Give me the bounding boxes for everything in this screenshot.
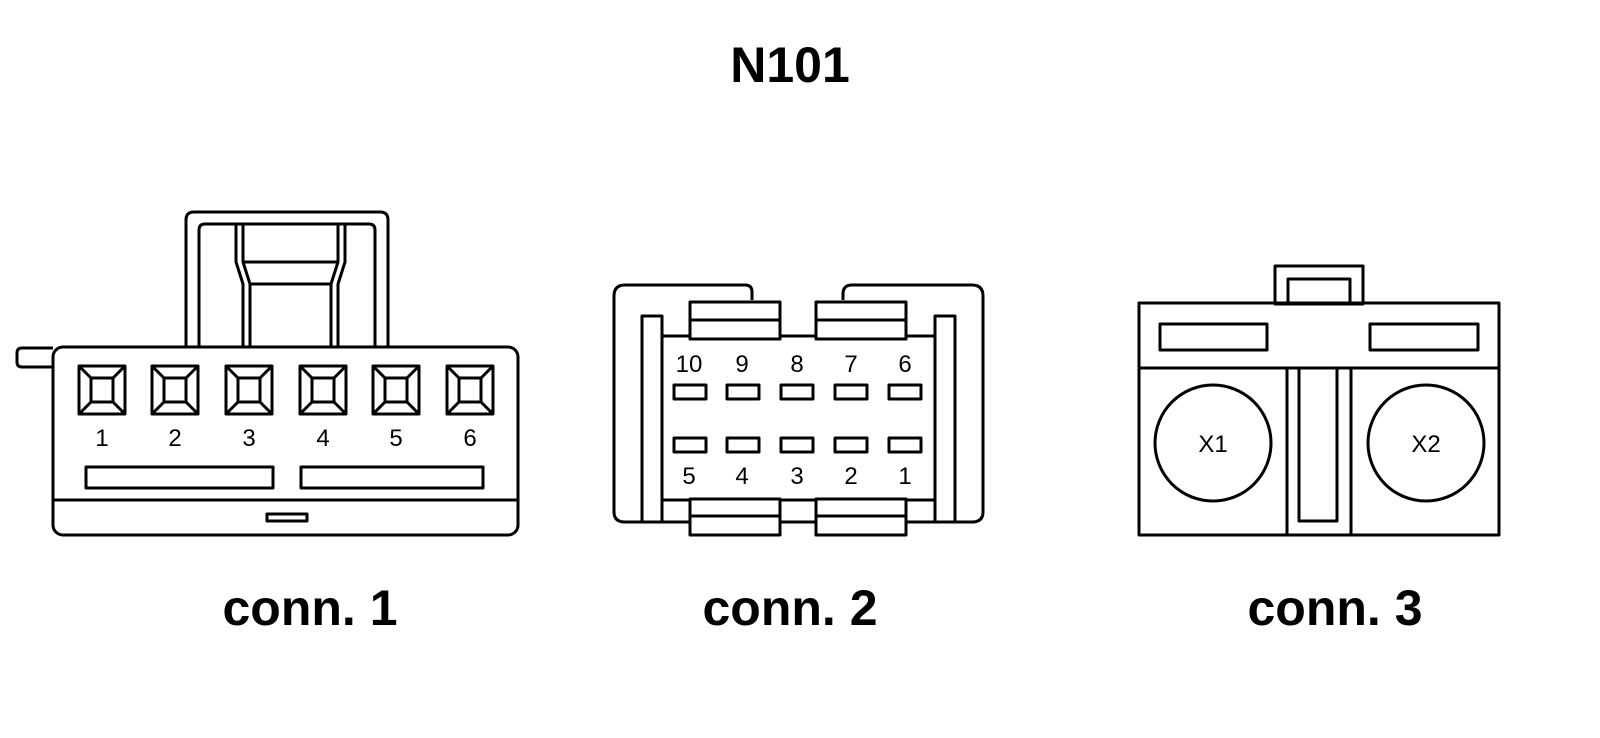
conn3-caption: conn. 3 (1247, 580, 1422, 636)
conn1-pin-label: 3 (242, 425, 255, 452)
conn1-pin-label: 2 (168, 425, 181, 452)
conn2-pin-label: 9 (735, 351, 748, 378)
conn1-cavity (298, 364, 348, 416)
conn2-pin-slot (779, 383, 815, 401)
conn1-pin-label: 4 (316, 425, 329, 452)
conn2-pin-label: 1 (898, 463, 911, 490)
conn1-pin-label: 5 (389, 425, 402, 452)
conn1-cavities (77, 364, 495, 416)
conn2-pin-label: 5 (682, 463, 695, 490)
conn2-pin-slot (672, 436, 708, 454)
conn1-pin-label: 1 (95, 425, 108, 452)
conn2-pin-label: 10 (676, 351, 703, 378)
conn2-pin-slot (725, 436, 761, 454)
conn2-pin-slot (887, 383, 923, 401)
conn2-pin-slot (672, 383, 708, 401)
conn2-caption: conn. 2 (702, 580, 877, 636)
conn2-pin-label: 4 (735, 463, 748, 490)
conn2-pin-slot (725, 383, 761, 401)
conn1-cavity (150, 364, 200, 416)
conn2-pin-label: 8 (790, 351, 803, 378)
conn1-cavity (224, 364, 274, 416)
conn2-pin-label: 6 (898, 351, 911, 378)
conn2-pin-label: 2 (844, 463, 857, 490)
conn2-pin-slot (833, 436, 869, 454)
connector-3: X1 X2 conn. 3 (1137, 264, 1501, 636)
conn1-cavity (77, 364, 127, 416)
diagram-title: N101 (730, 37, 850, 93)
conn1-cavity (445, 364, 495, 416)
connector-1: 1 2 3 4 5 6 conn. 1 (15, 210, 520, 636)
conn3-terminal-x2 (1366, 383, 1486, 503)
conn2-pin-slot (833, 383, 869, 401)
conn2-pin-label: 7 (844, 351, 857, 378)
connector-2: 10 9 8 7 6 5 4 3 2 1 conn. 2 (612, 283, 985, 636)
conn1-caption: conn. 1 (222, 580, 397, 636)
conn3-pin-label: X2 (1411, 431, 1440, 458)
conn1-pin-label: 6 (463, 425, 476, 452)
conn2-pin-slot (779, 436, 815, 454)
conn2-pin-slots (672, 383, 923, 454)
conn2-pin-slot (887, 436, 923, 454)
conn1-cavity (371, 364, 421, 416)
conn2-pin-label: 3 (790, 463, 803, 490)
conn3-terminal-x1 (1153, 383, 1273, 503)
conn3-pin-label: X1 (1198, 431, 1227, 458)
